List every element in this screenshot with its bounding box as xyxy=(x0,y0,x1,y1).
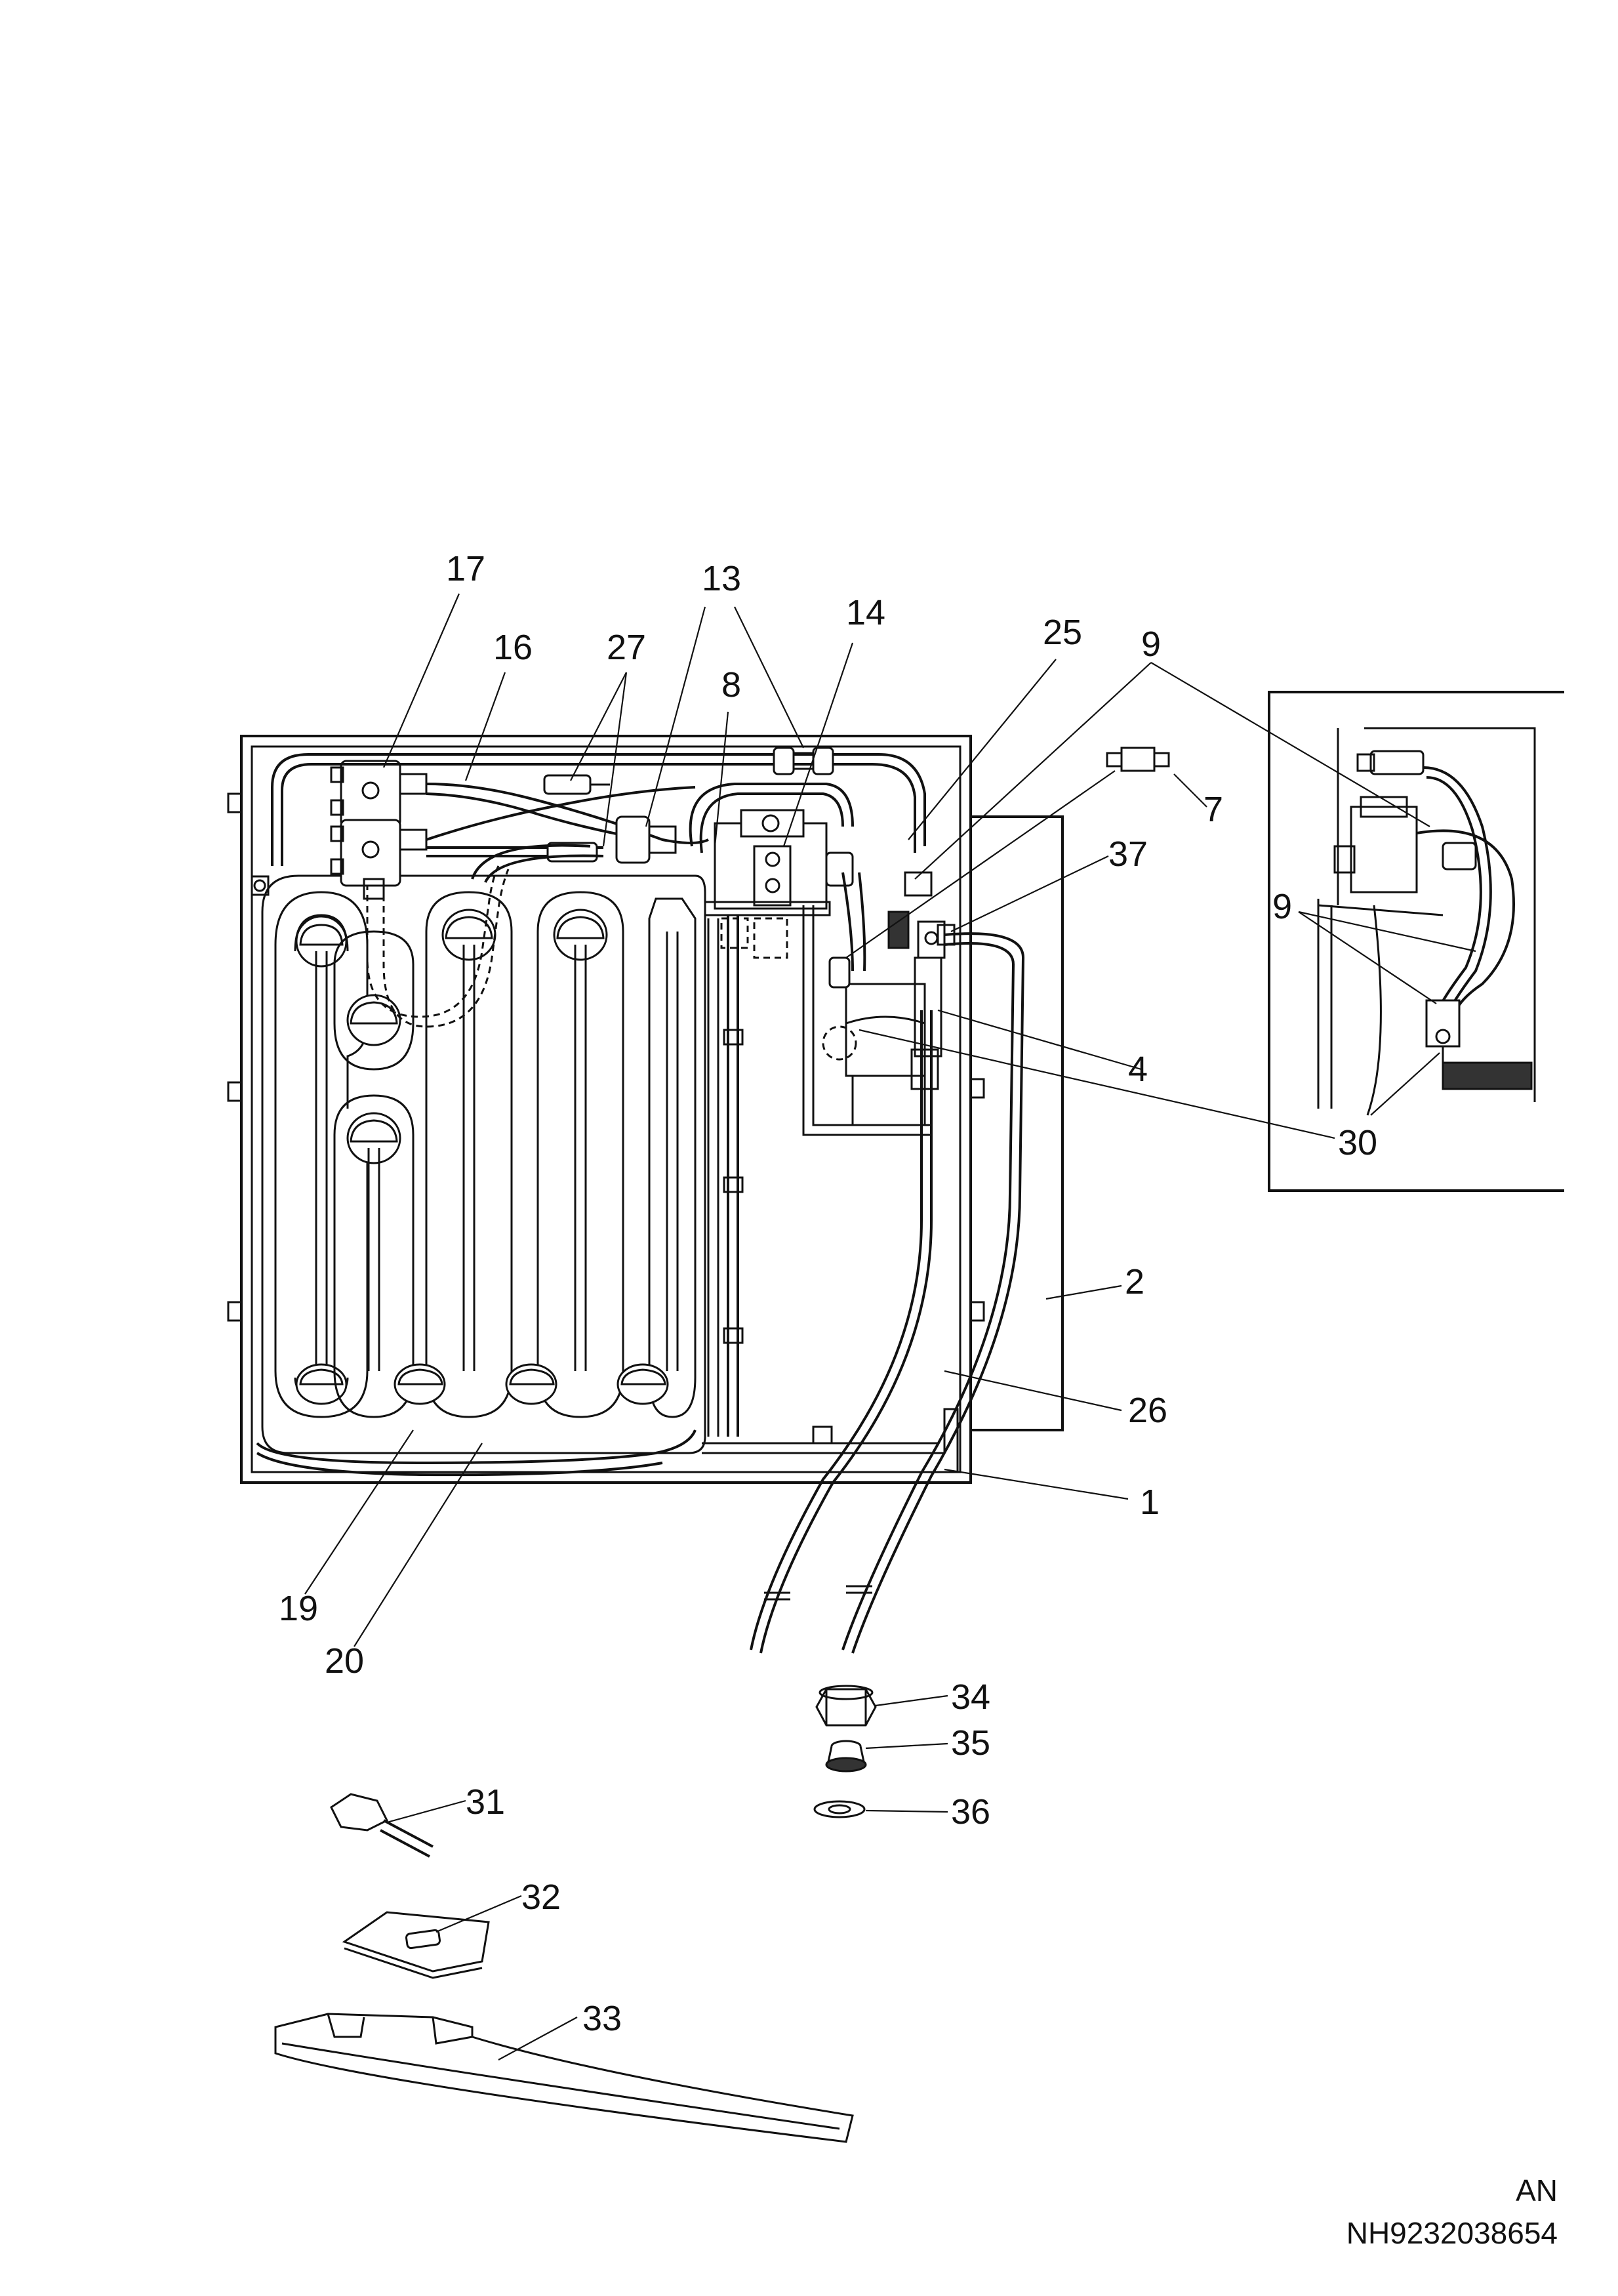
label-16: 16 xyxy=(493,628,533,667)
part-36-washer xyxy=(813,1800,866,1818)
part-35-bushing xyxy=(825,1740,867,1773)
label-35: 35 xyxy=(951,1723,990,1763)
part-32-cover-plate xyxy=(342,1911,490,1979)
label-20: 20 xyxy=(325,1641,364,1681)
inset-detail-view xyxy=(1268,691,1564,1192)
label-19: 19 xyxy=(279,1589,318,1628)
label-14: 14 xyxy=(846,593,885,632)
tube-connectors xyxy=(773,747,834,775)
label-4: 4 xyxy=(1128,1050,1148,1089)
top-tubes xyxy=(271,753,926,883)
label-7: 7 xyxy=(1203,790,1223,829)
bottom-tubes xyxy=(256,1429,697,1477)
label-13: 13 xyxy=(702,559,741,598)
callout-labels: 17 16 27 13 14 8 25 9 7 37 9 4 30 2 26 1… xyxy=(279,549,1377,2038)
label-8: 8 xyxy=(721,665,741,705)
footer: AN NH9232038654 xyxy=(1346,2173,1558,2250)
label-31: 31 xyxy=(466,1782,505,1822)
solenoid-valve-block xyxy=(330,760,428,900)
part-34-nut xyxy=(815,1685,877,1727)
label-26: 26 xyxy=(1128,1391,1167,1430)
part-33-bottom-rail xyxy=(274,2013,854,2143)
vertical-tubes xyxy=(707,915,744,1437)
label-9-top: 9 xyxy=(1141,625,1161,664)
label-2: 2 xyxy=(1125,1262,1144,1302)
main-frame xyxy=(227,735,985,1484)
label-32: 32 xyxy=(521,1877,561,1917)
drain-hoses xyxy=(750,872,1025,1654)
label-30: 30 xyxy=(1338,1123,1377,1162)
label-34: 34 xyxy=(951,1677,990,1717)
label-36: 36 xyxy=(951,1792,990,1832)
drain-pump-housing xyxy=(802,871,946,1136)
label-33: 33 xyxy=(582,1999,622,2038)
label-17: 17 xyxy=(446,549,485,588)
label-37: 37 xyxy=(1108,834,1148,874)
label-25: 25 xyxy=(1043,613,1082,652)
footer-code: AN xyxy=(1516,2173,1558,2207)
footer-ref: NH9232038654 xyxy=(1346,2216,1558,2250)
label-1: 1 xyxy=(1140,1483,1160,1522)
pump-assembly xyxy=(704,809,854,959)
label-9-inset: 9 xyxy=(1272,887,1292,926)
serpentine-coil xyxy=(261,865,706,1454)
part-31-clip xyxy=(330,1793,434,1858)
sensor-part-7 xyxy=(1106,747,1170,772)
label-27: 27 xyxy=(607,628,646,667)
leader-lines xyxy=(304,593,1476,2060)
